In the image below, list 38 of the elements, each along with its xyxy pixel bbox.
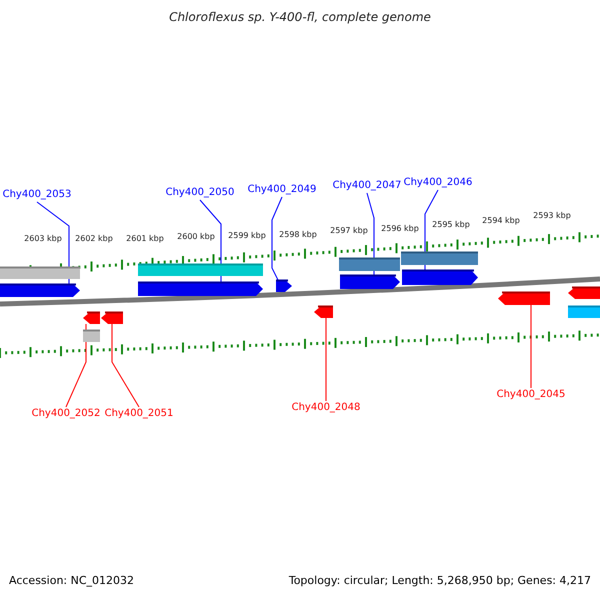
leader-line (530, 304, 532, 388)
gene-label: Chy400_2048 (292, 402, 360, 414)
gene-feature (340, 275, 400, 289)
scale-label: 2600 kbp (177, 232, 215, 242)
gene-feature (314, 306, 333, 318)
accession-text: Accession: NC_012032 (9, 574, 134, 587)
leader-line (36, 202, 70, 284)
gene-feature (402, 270, 478, 285)
gene-feature (0, 284, 80, 297)
leader-line (112, 324, 140, 408)
scale-label: 2602 kbp (75, 234, 113, 244)
scale-label: 2594 kbp (482, 216, 520, 226)
scale-label: 2596 kbp (381, 224, 419, 234)
scale-label: 2599 kbp (228, 231, 266, 241)
gene-label: Chy400_2047 (332, 180, 402, 192)
gene-label: Chy400_2051 (104, 408, 174, 420)
scale-label: 2601 kbp (126, 234, 164, 244)
gene-label: Chy400_2046 (404, 177, 472, 189)
gene-feature (101, 312, 123, 324)
leader-line (272, 196, 282, 280)
gene-label: Chy400_2052 (32, 408, 100, 420)
genome-summary: Topology: circular; Length: 5,268,950 bp; Genes: 4,217 (288, 574, 591, 587)
scale-label: 2595 kbp (432, 220, 470, 230)
gene-label: Chy400_2049 (248, 184, 316, 196)
scale-label: 2598 kbp (279, 230, 317, 240)
title: Chloroflexus sp. Y-400-fl, complete genome (168, 10, 432, 24)
gene-feature (276, 280, 292, 292)
gene-label: Chy400_2050 (166, 187, 234, 199)
gene-feature (138, 282, 263, 296)
gene-feature (498, 292, 550, 305)
gene-feature (83, 312, 100, 324)
scale-label: 2597 kbp (330, 226, 368, 236)
leader-line (200, 200, 222, 282)
leader-line (66, 324, 86, 408)
gene-label: Chy400_2045 (496, 389, 566, 401)
gene-label: Chy400_2053 (2, 189, 72, 201)
scale-label: 2593 kbp (533, 211, 571, 221)
scale-label: 2603 kbp (24, 234, 62, 244)
